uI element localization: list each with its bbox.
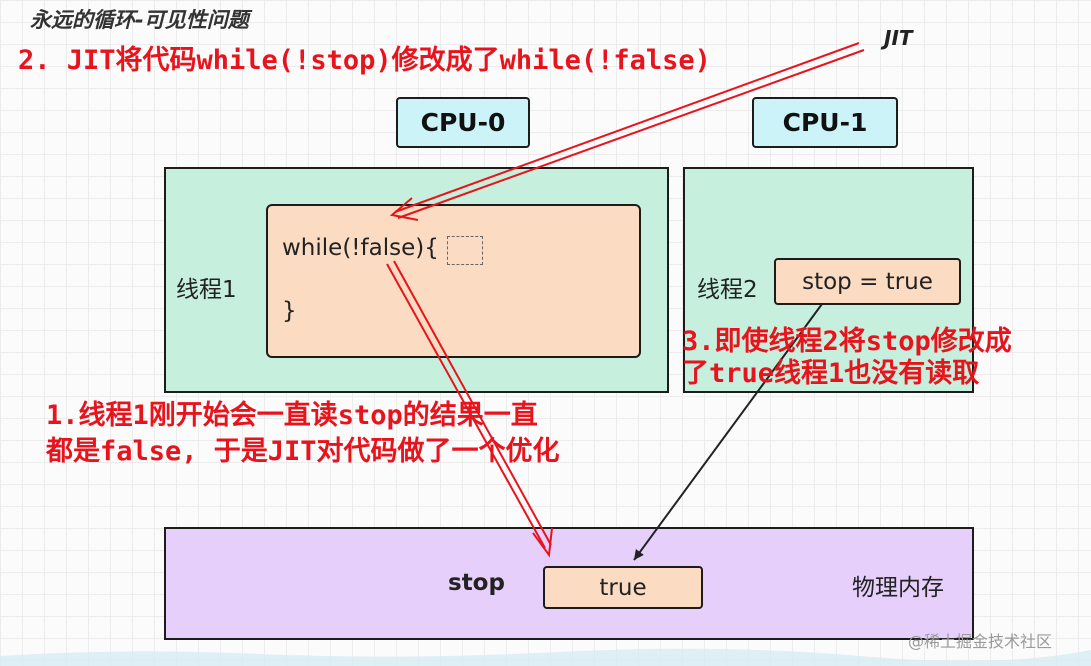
note-step1-line2: 都是false, 于是JIT对代码做了一个优化 [46, 436, 560, 467]
jit-arrow [389, 42, 865, 221]
cursor-placeholder [447, 236, 483, 265]
memory-label: 物理内存 [852, 575, 944, 601]
note-step3: 3.即使线程2将stop修改成 了true线程1也没有读取 [682, 326, 1012, 390]
code-line-open: while(!false){ [282, 235, 439, 261]
write-arrow [633, 303, 823, 561]
jit-label: JIT [884, 26, 913, 50]
cpu0-box: CPU-0 [396, 97, 530, 148]
note-step3-line2: 了true线程1也没有读取 [682, 358, 980, 389]
page-title: 永远的循环-可见性问题 [30, 8, 249, 32]
thread2-label: 线程2 [697, 277, 758, 303]
watermark: @稀土掘金技术社区 [908, 632, 1053, 651]
note-step1-line1: 1.线程1刚开始会一直读stop的结果一直 [46, 400, 538, 431]
note-step3-line1: 3.即使线程2将stop修改成 [682, 326, 1012, 357]
thread1-label: 线程1 [176, 277, 237, 303]
memory-var-name: stop [448, 570, 505, 596]
thread2-statement: stop = true [774, 258, 961, 305]
read-arrow [386, 260, 553, 558]
cpu1-box: CPU-1 [752, 97, 898, 148]
code-line-close: } [282, 298, 297, 324]
note-step1: 1.线程1刚开始会一直读stop的结果一直 都是false, 于是JIT对代码做… [46, 398, 560, 470]
code-box [266, 204, 641, 358]
memory-var-value: true [543, 566, 703, 609]
decorative-wave [0, 648, 1091, 666]
note-step2: 2. JIT将代码while(!stop)修改成了while(!false) [18, 45, 711, 76]
